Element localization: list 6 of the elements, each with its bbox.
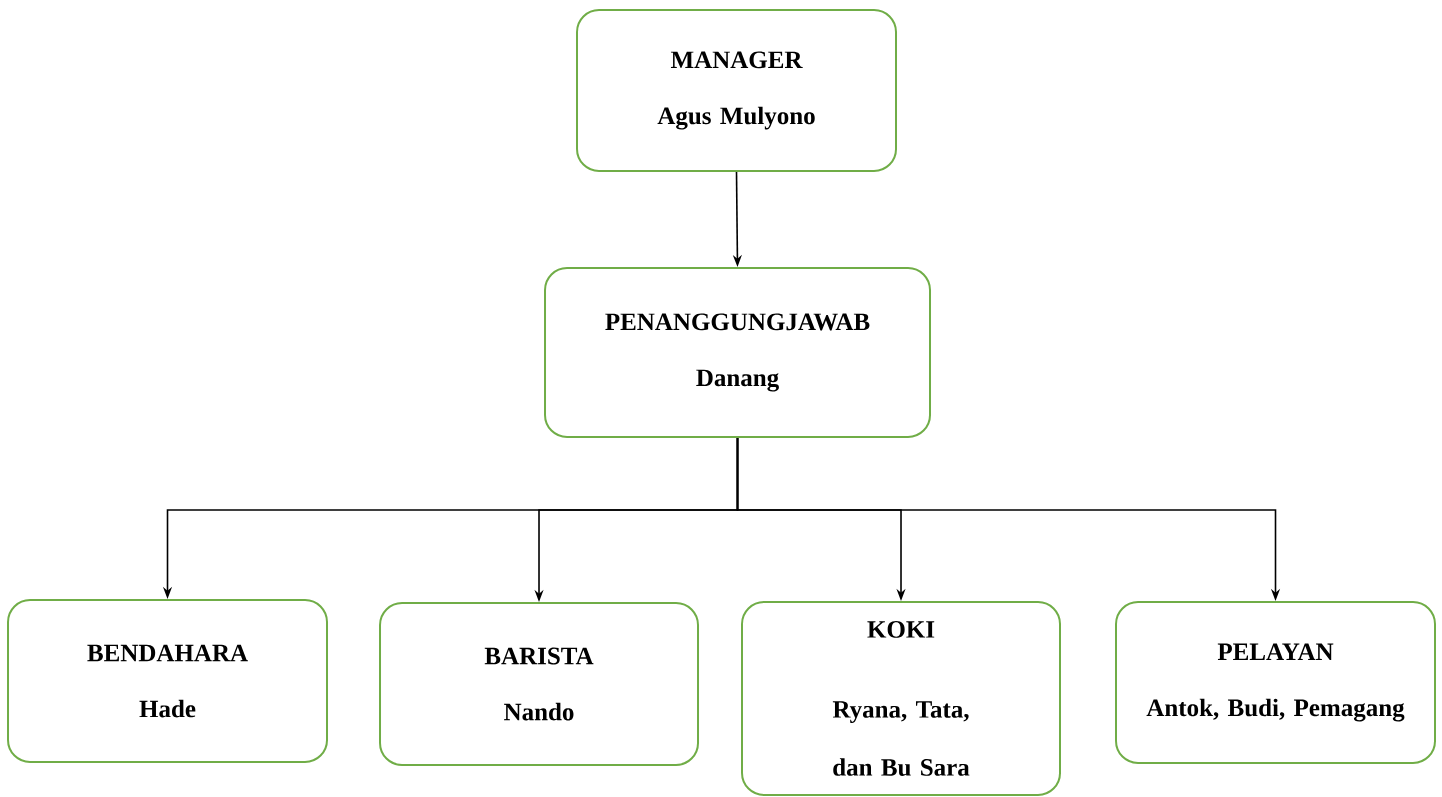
role-box: PENANGGUNGJAWAB Danang <box>544 267 931 438</box>
role-box: MANAGER Agus Mulyono <box>576 9 897 172</box>
role-box: PELAYAN Antok, Budi, Pemagang <box>1115 601 1436 764</box>
role-box: KOKI Ryana, Tata, dan Bu Sara <box>741 601 1061 796</box>
role-box: BARISTA Nando <box>379 602 699 766</box>
role-box: BENDAHARA Hade <box>7 599 328 763</box>
